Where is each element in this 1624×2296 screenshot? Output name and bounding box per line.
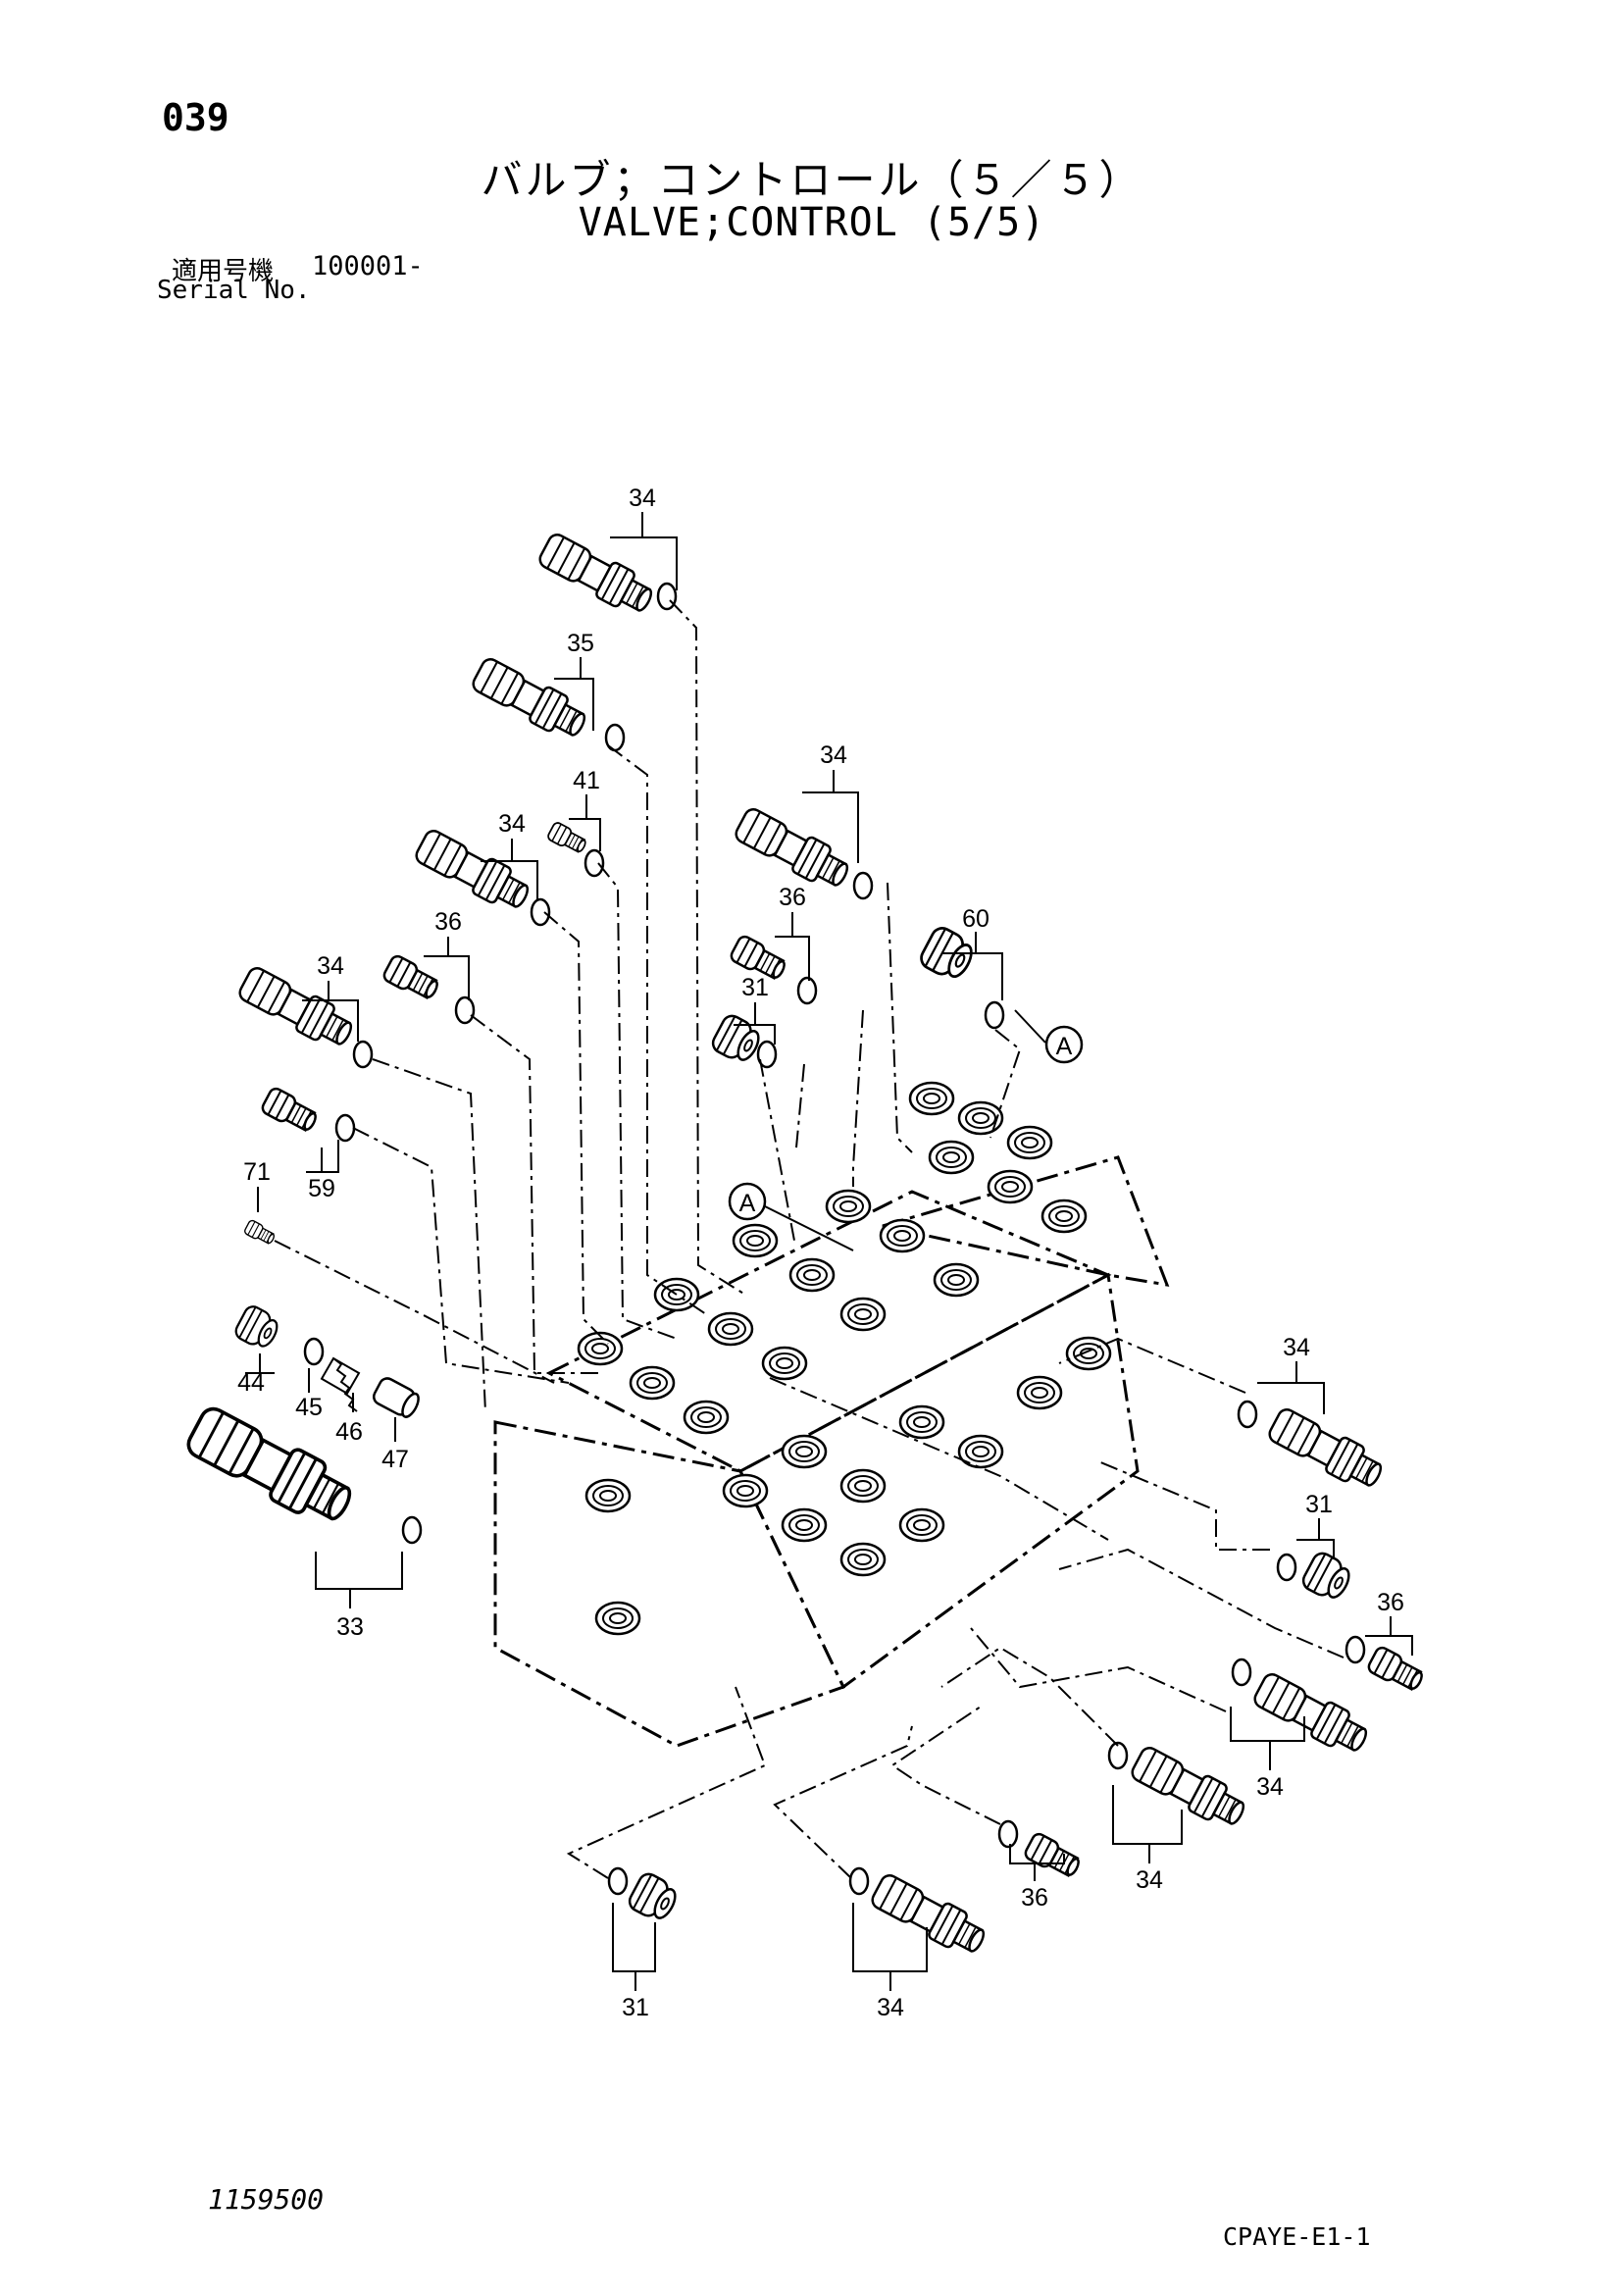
callout-36-right: 36 — [1377, 1589, 1404, 1616]
oring-59 — [334, 1113, 356, 1143]
valve-body-ports — [577, 1081, 1112, 1636]
reference-label-a: A — [1056, 1033, 1073, 1060]
part-31-upper — [708, 1011, 766, 1068]
oring-34-right — [1237, 1400, 1258, 1429]
oring-34-upper-right — [852, 871, 874, 900]
oring-34-left — [352, 1040, 374, 1069]
drawing-number: 1159500 — [208, 2183, 325, 2216]
title-japanese: バルブ；コントロール（５／５） — [481, 156, 1143, 204]
part-34-top — [534, 529, 659, 621]
callout-36-lower: 36 — [1021, 1884, 1048, 1912]
part-36-right — [1365, 1644, 1428, 1696]
reference-circle-a-body: A — [728, 1182, 854, 1251]
callout-31-right: 31 — [1305, 1491, 1333, 1518]
control-valve-body — [493, 1155, 1170, 1748]
serial-value: 100001- — [312, 251, 424, 281]
oring-34-top — [656, 582, 678, 611]
callout-35: 35 — [567, 630, 594, 657]
oring-33 — [401, 1515, 423, 1545]
callout-71: 71 — [243, 1158, 271, 1186]
callout-34-left: 34 — [317, 952, 344, 980]
callout-brackets — [245, 512, 1413, 1991]
part-34-lower-mid — [1127, 1742, 1251, 1834]
serial-label-japanese: 適用号機 — [172, 257, 275, 286]
oring-60 — [984, 1000, 1005, 1030]
callout-34-top: 34 — [629, 485, 656, 512]
reference-label-a: A — [739, 1190, 756, 1217]
callout-59: 59 — [308, 1175, 335, 1202]
oring-31-upper — [756, 1040, 778, 1069]
part-36-lower — [1022, 1830, 1085, 1882]
callout-60: 60 — [962, 905, 990, 933]
oring-34-mid-left — [530, 897, 551, 927]
oring-36-left — [454, 995, 476, 1025]
callout-36-left: 36 — [434, 908, 462, 936]
callout-34-upper-right: 34 — [820, 741, 847, 769]
part-34-mid-left — [411, 825, 535, 917]
sheet-code: CPAYE-E1-1 — [1223, 2222, 1371, 2251]
part-31-bottom — [625, 1869, 683, 1926]
callout-34-right: 34 — [1283, 1334, 1310, 1361]
part-44 — [231, 1301, 283, 1353]
callout-47: 47 — [381, 1446, 409, 1473]
callout-45: 45 — [295, 1394, 323, 1421]
title-english: VALVE;CONTROL (5/5) — [578, 200, 1046, 245]
oring-35 — [604, 723, 626, 752]
part-34-upper-right — [731, 803, 855, 895]
part-41 — [545, 820, 589, 857]
callout-33: 33 — [336, 1613, 364, 1641]
callout-numbers: 34 35 34 41 34 36 60 34 36 31 71 59 44 4… — [237, 485, 1404, 2021]
callout-34-bottom: 34 — [877, 1994, 904, 2021]
callout-41: 41 — [573, 767, 600, 794]
oring-36-right — [1345, 1635, 1366, 1664]
callout-31-bottom: 31 — [622, 1994, 649, 2021]
oring-31-right — [1276, 1553, 1297, 1582]
leader-lines — [274, 599, 1345, 1879]
oring-36-lower — [997, 1819, 1019, 1849]
callout-36-upper: 36 — [779, 884, 806, 911]
part-35 — [468, 653, 592, 745]
callout-31-upper: 31 — [741, 974, 769, 1001]
part-46-spring — [320, 1356, 361, 1412]
part-71 — [242, 1218, 278, 1248]
part-59 — [259, 1085, 322, 1137]
part-33 — [180, 1400, 361, 1534]
part-34-right — [1264, 1403, 1389, 1496]
part-47 — [372, 1377, 420, 1418]
page-number: 039 — [162, 96, 229, 139]
oring-36-upper — [796, 976, 818, 1005]
serial-label-english: Serial No. — [157, 276, 311, 305]
oring-41 — [584, 848, 605, 878]
reference-circle-a-right: A — [1014, 1009, 1084, 1064]
part-34-bottom — [867, 1869, 991, 1962]
callout-34-mid-left: 34 — [498, 810, 526, 838]
oring-34-bottom — [848, 1866, 870, 1896]
part-36-left — [381, 952, 443, 1004]
callout-44: 44 — [237, 1369, 265, 1397]
part-45-oring — [303, 1337, 325, 1366]
callout-34-lower-right: 34 — [1256, 1773, 1284, 1801]
oring-31-bottom — [607, 1866, 629, 1896]
oring-34-lower-right — [1231, 1658, 1252, 1687]
callout-46: 46 — [335, 1418, 363, 1446]
oring-34-lower-mid — [1107, 1741, 1129, 1770]
part-31-right — [1298, 1549, 1356, 1606]
callout-34-lower-mid: 34 — [1136, 1866, 1163, 1894]
